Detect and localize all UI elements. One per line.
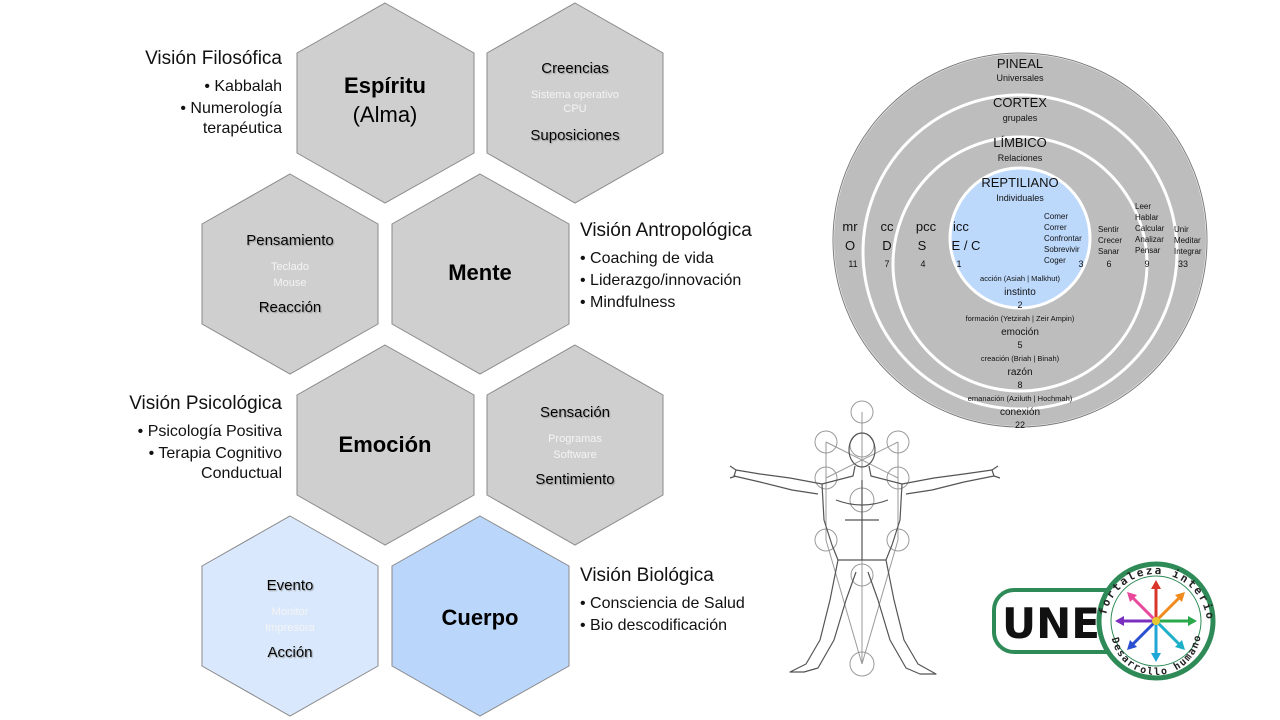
bullet-text: Numerología terapéutica — [190, 100, 282, 137]
bullet-text: Kabbalah — [214, 78, 282, 95]
vision-filosofica-item: • Kabbalah — [204, 78, 282, 95]
vision-psicologica: Visión Psicológica • Psicología Positiva… — [129, 392, 282, 484]
hex-creencias-title: Creencias — [541, 60, 609, 77]
bullet-text: Liderazgo/innovación — [590, 272, 742, 289]
bullet-text: Coaching de vida — [590, 250, 714, 267]
hex-evento-bottom: Acción — [267, 644, 312, 661]
vision-antropologica-item: • Liderazgo/innovación — [580, 272, 742, 289]
hex-emocion-title: Emoción — [339, 432, 432, 457]
hex-pensamiento-bottom: Reacción — [259, 299, 322, 316]
hex-sensacion-bottom: Sentimiento — [535, 471, 614, 488]
hex-creencias-bottom: Suposiciones — [530, 127, 619, 144]
hex-evento-faint2: Impresora — [265, 622, 315, 634]
hex-espiritu-title: Espíritu — [344, 73, 426, 98]
vision-psicologica-item: • Psicología Positiva — [137, 423, 282, 440]
hex-pensamiento-title: Pensamiento — [246, 232, 334, 249]
vision-biologica: Visión Biológica • Consciencia de Salud … — [580, 564, 745, 636]
vision-biologica-item: • Bio descodificación — [580, 617, 728, 634]
vision-antropologica-item: • Coaching de vida — [580, 250, 714, 267]
hex-mente: Mente — [391, 173, 570, 375]
hex-cuerpo-title: Cuerpo — [442, 605, 519, 630]
hex-evento: Evento Monitor Impresora Acción — [201, 515, 379, 717]
vision-filosofica-item: • Numerología terapéutica — [180, 100, 282, 137]
vision-psicologica-item: • Terapia Cognitivo Conductual — [148, 445, 282, 482]
bullet-text: Consciencia de Salud — [590, 595, 745, 612]
hex-creencias: Creencias Sistema operativo CPU Suposici… — [486, 2, 664, 204]
hex-emocion: Emoción — [296, 344, 475, 546]
vision-psicologica-title: Visión Psicológica — [129, 393, 282, 414]
vision-antropologica: Visión Antropológica • Coaching de vida … — [580, 219, 752, 313]
hex-creencias-faint1: Sistema operativo — [531, 89, 619, 101]
hex-sensacion: Sensación Programas Software Sentimiento — [486, 344, 664, 546]
hex-espiritu-sub: (Alma) — [353, 102, 418, 127]
vision-antropologica-item: • Mindfulness — [580, 294, 676, 311]
hex-evento-title: Evento — [267, 577, 314, 594]
vision-filosofica: Visión Filosófica • Kabbalah • Numerolog… — [145, 47, 282, 139]
vision-biologica-title: Visión Biológica — [580, 565, 714, 586]
vision-antropologica-title: Visión Antropológica — [580, 220, 752, 241]
bullet-text: Psicología Positiva — [147, 423, 282, 440]
hex-sensacion-title: Sensación — [540, 404, 610, 421]
hex-evento-faint1: Monitor — [272, 606, 309, 618]
bullet-text: Bio descodificación — [590, 617, 728, 634]
hex-cuerpo: Cuerpo — [391, 515, 570, 717]
bullet-text: Mindfulness — [590, 294, 676, 311]
hex-creencias-faint2: CPU — [563, 103, 586, 115]
vision-biologica-item: • Consciencia de Salud — [580, 595, 745, 612]
hex-sensacion-faint1: Programas — [548, 433, 602, 445]
bullet-text: Terapia Cognitivo Conductual — [158, 445, 282, 482]
hex-pensamiento-faint2: Mouse — [273, 277, 306, 289]
hex-espiritu: Espíritu (Alma) — [296, 2, 475, 204]
hex-mente-title: Mente — [448, 260, 512, 285]
vision-filosofica-title: Visión Filosófica — [145, 48, 282, 69]
hex-sensacion-faint2: Software — [553, 449, 596, 461]
hex-pensamiento-faint1: Teclado — [271, 261, 309, 273]
hex-pensamiento: Pensamiento Teclado Mouse Reacción — [201, 173, 379, 375]
